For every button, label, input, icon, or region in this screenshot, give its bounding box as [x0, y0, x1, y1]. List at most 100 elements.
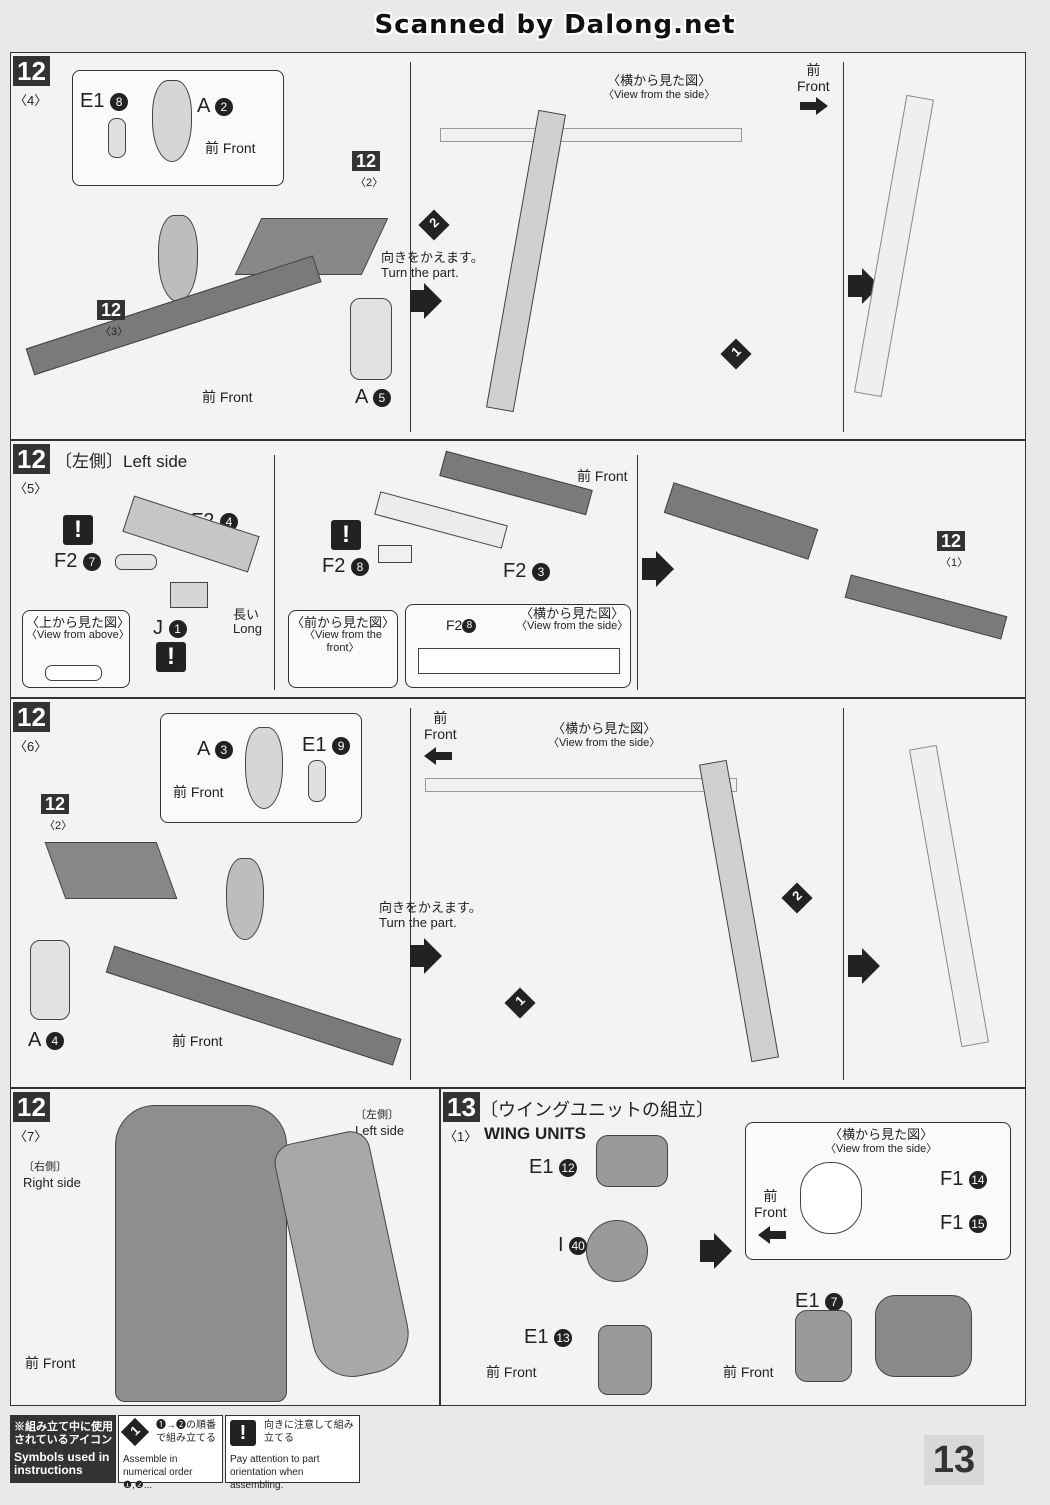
end-part	[30, 940, 70, 1020]
step-sub: 〈4〉	[14, 93, 48, 108]
front-label: 前 Front	[486, 1364, 537, 1380]
view-side-label: 〈横から見た図〉〈View from the side〉	[548, 721, 661, 750]
front-arrow-head	[758, 1226, 770, 1244]
step-number: 12	[13, 1092, 50, 1122]
divider	[410, 62, 411, 432]
step-sub: 〈5〉	[14, 481, 48, 496]
legend-title-box	[10, 1415, 116, 1483]
step-number: 13	[443, 1092, 480, 1122]
next-arrow-head	[424, 938, 442, 974]
part-label: F1 15	[940, 1212, 987, 1235]
next-arrow	[642, 558, 656, 580]
next-arrow	[848, 955, 862, 977]
view-above-label: 〈上から見た図〉〈View from above〉	[26, 615, 131, 641]
legend-title: ※組み立て中に使用されているアイコン Symbols used in instr…	[14, 1421, 113, 1477]
side-view-unit	[800, 1162, 862, 1234]
watermark: Scanned by Dalong.net	[374, 10, 736, 40]
page-number: 13	[924, 1435, 984, 1485]
left-side-label: 〔左側〕Left side	[355, 1109, 405, 1138]
small-part	[108, 118, 126, 158]
ref-step: 12	[937, 531, 966, 551]
view-side-box	[745, 1122, 1011, 1260]
sword-ghost	[440, 128, 742, 142]
front-arrow-head	[816, 97, 828, 115]
front-arrow	[436, 752, 452, 760]
front-label: 前 Front	[577, 468, 628, 484]
ref-sub: 〈2〉	[44, 820, 73, 832]
side-view-part	[418, 648, 620, 674]
part-label: E1 8	[80, 90, 129, 113]
next-arrow	[410, 290, 424, 312]
divider	[637, 455, 638, 690]
ref-step: 12	[97, 300, 126, 320]
sword-ghost	[425, 778, 737, 792]
warning-icon: !	[156, 642, 186, 672]
part-label: F2 3	[503, 560, 550, 583]
insert-part	[378, 545, 412, 563]
front-label: 前 Front	[173, 784, 224, 800]
order-marker: 1	[720, 338, 752, 370]
part-label: E1 12	[529, 1156, 578, 1179]
step-title-en: WING UNITS	[484, 1124, 586, 1143]
cover-part	[795, 1310, 852, 1382]
front-arrow	[770, 1231, 786, 1239]
front-arrow-head	[424, 747, 436, 765]
legend-warn-jp: 向きに注意して組み立てる	[264, 1420, 354, 1444]
turn-note: 向きをかえます。Turn the part.	[381, 250, 484, 280]
legend-warn-en: Pay attention to part orientation when a…	[230, 1454, 320, 1491]
view-front-label: 〈前から見た図〉〈View from the front〉	[290, 615, 395, 654]
ref-step: 12	[352, 151, 381, 171]
step-number: 12	[13, 702, 50, 732]
step-sub: 〈6〉	[14, 739, 48, 754]
order-marker: 2	[418, 209, 450, 241]
part-label: I 40	[558, 1234, 588, 1257]
divider	[843, 62, 844, 432]
next-arrow	[848, 275, 862, 297]
view-side-label: 〈横から見た図〉〈View from the side〉	[516, 606, 629, 632]
front-label: 前 Front	[25, 1355, 76, 1371]
part-label: E1 9	[302, 734, 351, 757]
divider	[274, 455, 275, 690]
part-label: F1 14	[940, 1168, 987, 1191]
ref-step: 12	[41, 794, 70, 814]
next-arrow	[700, 1240, 714, 1262]
wing-assembled	[875, 1295, 972, 1377]
front-label: 前 Front	[723, 1364, 774, 1380]
legend-warn-icon: !	[230, 1420, 256, 1446]
wing-bottom-part	[598, 1325, 652, 1395]
right-side-label: 〔右側〕Right side	[23, 1161, 81, 1190]
step-sub: 〈7〉	[14, 1129, 48, 1144]
part-label: F2 8	[322, 555, 369, 578]
step-title-jp: 〔ウイングユニットの組立〕	[480, 1100, 714, 1120]
next-arrow-head	[714, 1233, 732, 1269]
view-side-box	[405, 604, 631, 688]
step-number: 12	[13, 444, 50, 474]
next-arrow-head	[862, 948, 880, 984]
order-marker: 1	[504, 987, 536, 1019]
turn-note: 向きをかえます。Turn the part.	[379, 900, 482, 930]
shield-part	[245, 727, 283, 809]
step-title: 〔左側〕Left side	[55, 452, 188, 471]
joint-part	[170, 582, 208, 608]
hilt-part	[226, 858, 264, 940]
next-arrow-head	[656, 551, 674, 587]
step-number: 12	[13, 56, 50, 86]
part-label: A 4	[28, 1029, 64, 1052]
warning-icon: !	[331, 520, 361, 550]
small-part	[308, 760, 326, 802]
part-label: A 5	[355, 386, 391, 409]
divider	[410, 708, 411, 1080]
ref-sub: 〈1〉	[940, 557, 969, 569]
ref-sub: 〈2〉	[355, 177, 384, 189]
gundam-body	[115, 1105, 287, 1402]
next-arrow	[410, 945, 424, 967]
hilt-part	[158, 215, 198, 302]
guard-part	[44, 842, 178, 899]
part-label: A 3	[197, 738, 233, 761]
step-sub: 〈1〉	[444, 1129, 478, 1144]
